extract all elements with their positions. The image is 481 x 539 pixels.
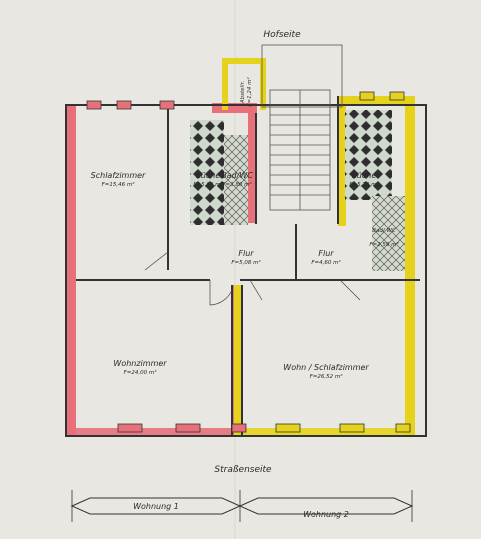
room-name: Flur (238, 249, 254, 258)
room-name: Küche (196, 171, 221, 180)
room-area: F=5,69 m² (193, 181, 223, 188)
windows (86, 100, 247, 433)
room-area: F=26,52 m² (310, 373, 344, 380)
walls (65, 96, 427, 437)
room-flur-right: Flur F=4,60 m² (311, 249, 341, 266)
room-area: F=1,24 m² (246, 77, 253, 107)
room-area: F=5,08 m² (231, 259, 261, 266)
room-area: F=15,46 m² (102, 181, 136, 188)
stairwell (261, 44, 343, 211)
room-bad-right: Bad/ WC F=2,59 m² (369, 228, 399, 248)
room-area: F=5,78 m² (349, 181, 379, 188)
room-name: Flur (318, 249, 334, 258)
legend-unit2: Wohnung 2 (303, 510, 349, 519)
room-area: F=3,80 m² (222, 181, 252, 188)
room-wohnzimmer: Wohnzimmer F=24,00 m² (113, 359, 167, 376)
room-area: F=24,00 m² (124, 369, 158, 376)
room-wohn-schlafzimmer: Wohn / Schlafzimmer F=26,52 m² (283, 363, 369, 380)
room-name: Bad/WC (221, 171, 253, 180)
room-name: Wohn / Schlafzimmer (283, 363, 369, 372)
room-abstellraum: Abstellr. F=1,24 m² (240, 77, 253, 107)
room-kueche-right: Küche F=5,78 m² (349, 171, 379, 188)
room-bad-left: Bad/WC F=3,80 m² (221, 171, 253, 188)
kitchen-right-tiles (345, 110, 392, 200)
windows-unit2 (275, 91, 411, 433)
room-kueche-left: Küche F=5,69 m² (193, 171, 223, 188)
bath-left-tiles (224, 135, 248, 225)
room-name: Bad/ WC (372, 228, 396, 234)
room-name: Schlafzimmer (91, 171, 146, 180)
room-flur-left: Flur F=5,08 m² (231, 249, 261, 266)
doors (144, 251, 361, 306)
unit-legend: Wohnung 1 Wohnung 2 (70, 490, 414, 522)
room-area: F=4,60 m² (311, 259, 341, 266)
bath-right-tiles (372, 196, 405, 271)
kitchen-left-tiles (190, 120, 224, 225)
room-name: Wohnzimmer (113, 359, 167, 368)
room-schlafzimmer: Schlafzimmer F=15,46 m² (91, 171, 146, 188)
room-name: Abstellr. (240, 81, 246, 104)
top-side-label: Hofseite (263, 30, 301, 40)
legend-unit1: Wohnung 1 (133, 502, 179, 511)
room-name: Küche (352, 171, 377, 180)
room-area: F=2,59 m² (369, 241, 399, 248)
bottom-side-label: Straßenseite (214, 465, 272, 475)
